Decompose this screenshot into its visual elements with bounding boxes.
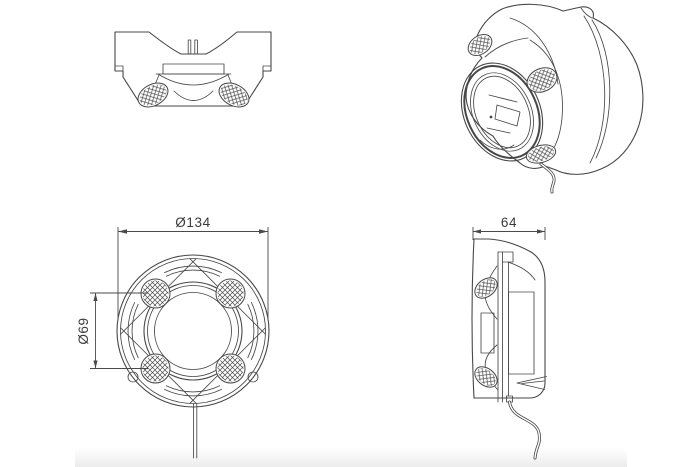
grille-iso-middle: [526, 67, 558, 93]
grille-front-ne: [215, 278, 246, 309]
grille-iso-topleft: [467, 34, 493, 56]
grille-side-top: [474, 277, 498, 299]
grille-side-bottom: [474, 366, 498, 388]
side-view: [471, 238, 547, 460]
terminal-pins: [187, 39, 198, 55]
front-wire: [193, 403, 198, 459]
dimension-inner-diameter: Ø69: [76, 292, 148, 369]
dimension-label-inner-diameter: Ø69: [76, 317, 91, 344]
side-cable: [508, 400, 541, 460]
dimension-depth: 64: [472, 215, 546, 240]
grille-iso-bottom: [525, 144, 557, 164]
mounting-ring: [460, 62, 544, 162]
grille-front-nw: [140, 278, 171, 309]
dimension-label-depth: 64: [501, 215, 517, 230]
grille-oval-left: [137, 82, 169, 108]
grille-front-se: [215, 353, 246, 384]
top-view: [114, 31, 272, 108]
isometric-view: [460, 3, 644, 194]
front-view: [116, 254, 270, 459]
dimension-label-outer-diameter: Ø134: [175, 215, 210, 230]
dimension-outer-diameter: Ø134: [117, 215, 269, 320]
page-bottom-strip: [75, 447, 627, 467]
grille-oval-right: [218, 82, 250, 108]
iso-wire: [539, 162, 556, 194]
